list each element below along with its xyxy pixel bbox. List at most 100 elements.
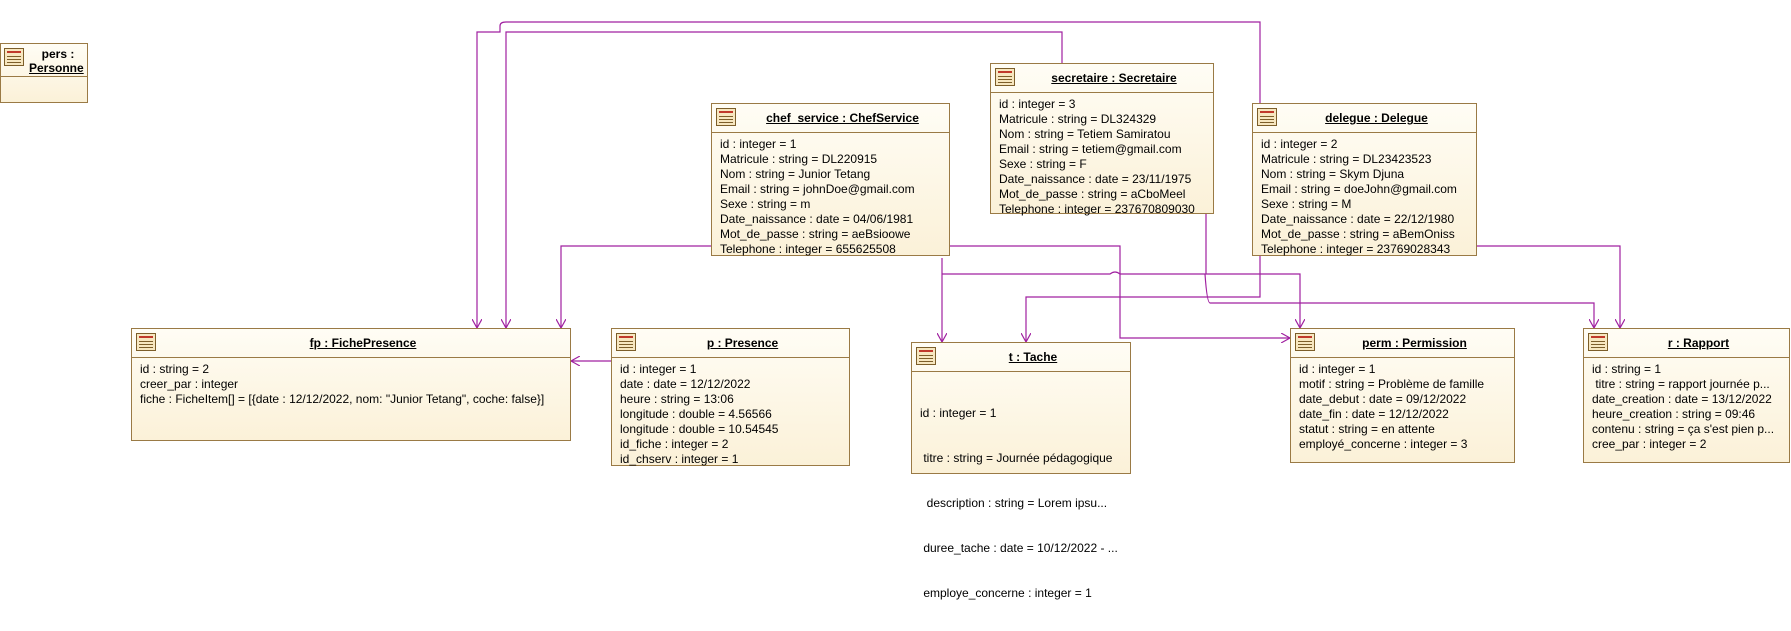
- object-title: perm : Permission: [1362, 336, 1467, 350]
- attribute: Date_naissance : date = 04/06/1981: [720, 212, 914, 226]
- attribute: statut : string = en attente: [1299, 422, 1435, 436]
- instance-specification-icon: [616, 333, 636, 351]
- instance-specification-icon: [995, 68, 1015, 86]
- attribute-list: id : integer = 2 Matricule : string = DL…: [1253, 133, 1476, 257]
- object-permission[interactable]: perm : Permission id : integer = 1 motif…: [1290, 328, 1515, 463]
- object-header: pers : Personne: [1, 44, 87, 77]
- object-title: chef_service : ChefService: [766, 111, 919, 125]
- attribute: date : date = 12/12/2022: [620, 377, 751, 391]
- object-header: delegue : Delegue: [1253, 104, 1476, 133]
- instance-specification-icon: [136, 333, 156, 351]
- attribute-list: id : integer = 1 titre : string = Journé…: [912, 372, 1130, 631]
- attribute: id : string = 2: [140, 362, 210, 376]
- attribute: date_creation : date = 13/12/2022: [1592, 392, 1772, 406]
- attribute: Mot_de_passe : string = aBemOniss: [1261, 227, 1455, 241]
- link-secretaire-fichepresence: [506, 31, 1063, 328]
- attribute: longitude : double = 4.56566: [620, 407, 772, 421]
- instance-specification-icon: [1295, 333, 1315, 351]
- link-delegue-tache: [1026, 256, 1261, 342]
- attribute: Email : string = doeJohn@gmail.com: [1261, 182, 1457, 196]
- object-header: p : Presence: [612, 329, 849, 358]
- attribute: id_chserv : integer = 1: [620, 452, 739, 466]
- attribute-list: id : integer = 3 Matricule : string = DL…: [991, 93, 1213, 217]
- instance-specification-icon: [916, 347, 936, 365]
- attribute: description : string = Lorem ipsu...: [920, 496, 1108, 510]
- attribute: contenu : string = ça s'est pien p...: [1592, 422, 1775, 436]
- attribute: Nom : string = Tetiem Samiratou: [999, 127, 1171, 141]
- object-title: delegue : Delegue: [1325, 111, 1428, 125]
- attribute: cree_par : integer = 2: [1592, 437, 1707, 451]
- object-presence[interactable]: p : Presence id : integer = 1 date : dat…: [611, 328, 850, 466]
- attribute: heure_creation : string = 09:46: [1592, 407, 1756, 421]
- attribute-list: id : integer = 1 date : date = 12/12/202…: [612, 358, 849, 467]
- attribute: Matricule : string = DL23423523: [1261, 152, 1432, 166]
- object-secretaire[interactable]: secretaire : Secretaire id : integer = 3…: [990, 63, 1214, 217]
- attribute: Email : string = tetiem@gmail.com: [999, 142, 1182, 156]
- object-header: r : Rapport: [1584, 329, 1789, 358]
- object-header: t : Tache: [912, 343, 1130, 372]
- attribute: titre : string = rapport journée p...: [1592, 377, 1770, 391]
- object-name: pers :: [41, 47, 75, 61]
- attribute: Telephone : integer = 23769028343: [1261, 242, 1451, 256]
- attribute: Sexe : string = M: [1261, 197, 1352, 211]
- attribute: Nom : string = Junior Tetang: [720, 167, 871, 181]
- object-header: chef_service : ChefService: [712, 104, 949, 133]
- association-connectors: [0, 21, 1791, 478]
- attribute: Telephone : integer = 237670809030: [999, 202, 1195, 216]
- instance-specification-icon: [716, 108, 736, 126]
- attribute: Sexe : string = m: [720, 197, 811, 211]
- attribute: Mot_de_passe : string = aeBsioowe: [720, 227, 911, 241]
- object-delegue[interactable]: delegue : Delegue id : integer = 2 Matri…: [1252, 103, 1477, 256]
- object-fiche-presence[interactable]: fp : FichePresence id : string = 2 creer…: [131, 328, 571, 441]
- attribute: employé_concerne : integer = 3: [1299, 437, 1468, 451]
- link-chef-permission: [950, 245, 1290, 338]
- object-header: fp : FichePresence: [132, 329, 570, 358]
- link-chef-fichepresence: [561, 245, 711, 328]
- attribute: Telephone : integer = 655625508: [720, 242, 896, 256]
- attribute: Date_naissance : date = 22/12/1980: [1261, 212, 1455, 226]
- object-class: Personne: [29, 61, 84, 75]
- attribute: duree_tache : date = 10/12/2022 - ...: [920, 541, 1118, 555]
- attribute: id_fiche : integer = 2: [620, 437, 729, 451]
- attribute-list: id : string = 1 titre : string = rapport…: [1584, 358, 1789, 452]
- attribute-list: id : integer = 1 motif : string = Problè…: [1291, 358, 1514, 452]
- attribute: id : integer = 1: [720, 137, 797, 151]
- link-delegue-rapport: [1477, 245, 1620, 328]
- attribute: motif : string = Problème de famille: [1299, 377, 1485, 391]
- object-rapport[interactable]: r : Rapport id : string = 1 titre : stri…: [1583, 328, 1790, 463]
- link-secretaire-permission: [1205, 214, 1300, 328]
- object-tache[interactable]: t : Tache id : integer = 1 titre : strin…: [911, 342, 1131, 600]
- object-title: r : Rapport: [1667, 336, 1730, 350]
- instance-specification-icon: [1588, 333, 1608, 351]
- object-header: secretaire : Secretaire: [991, 64, 1213, 93]
- attribute: Matricule : string = DL324329: [999, 112, 1157, 126]
- attribute: id : string = 1: [1592, 362, 1662, 376]
- object-pers[interactable]: pers : Personne: [0, 43, 88, 103]
- attribute: id : integer = 2: [1261, 137, 1338, 151]
- attribute: id : integer = 1: [620, 362, 697, 376]
- attribute: Nom : string = Skym Djuna: [1261, 167, 1405, 181]
- object-title: p : Presence: [706, 336, 779, 350]
- attribute-list: id : integer = 1 Matricule : string = DL…: [712, 133, 949, 257]
- instance-specification-icon: [1257, 108, 1277, 126]
- attribute: Matricule : string = DL220915: [720, 152, 878, 166]
- object-header: perm : Permission: [1291, 329, 1514, 358]
- attribute: employe_concerne : integer = 1: [920, 586, 1092, 600]
- attribute: titre : string = Journée pédagogique: [920, 451, 1113, 465]
- attribute: Date_naissance : date = 23/11/1975: [999, 172, 1192, 186]
- attribute: Mot_de_passe : string = aCboMeel: [999, 187, 1186, 201]
- object-title: fp : FichePresence: [309, 336, 417, 350]
- attribute: Email : string = johnDoe@gmail.com: [720, 182, 915, 196]
- attribute: Sexe : string = F: [999, 157, 1087, 171]
- attribute: id : integer = 1: [1299, 362, 1376, 376]
- attribute: date_debut : date = 09/12/2022: [1299, 392, 1467, 406]
- object-chef-service[interactable]: chef_service : ChefService id : integer …: [711, 103, 950, 256]
- object-title: secretaire : Secretaire: [1051, 71, 1177, 85]
- attribute: creer_par : integer: [140, 377, 239, 391]
- link-delegue-fichepresence: [477, 21, 1261, 328]
- attribute: date_fin : date = 12/12/2022: [1299, 407, 1449, 421]
- instance-specification-icon: [4, 48, 24, 66]
- attribute: fiche : FicheItem[] = [{date : 12/12/202…: [140, 392, 545, 406]
- attribute: heure : string = 13:06: [620, 392, 734, 406]
- attribute: longitude : double = 10.54545: [620, 422, 779, 436]
